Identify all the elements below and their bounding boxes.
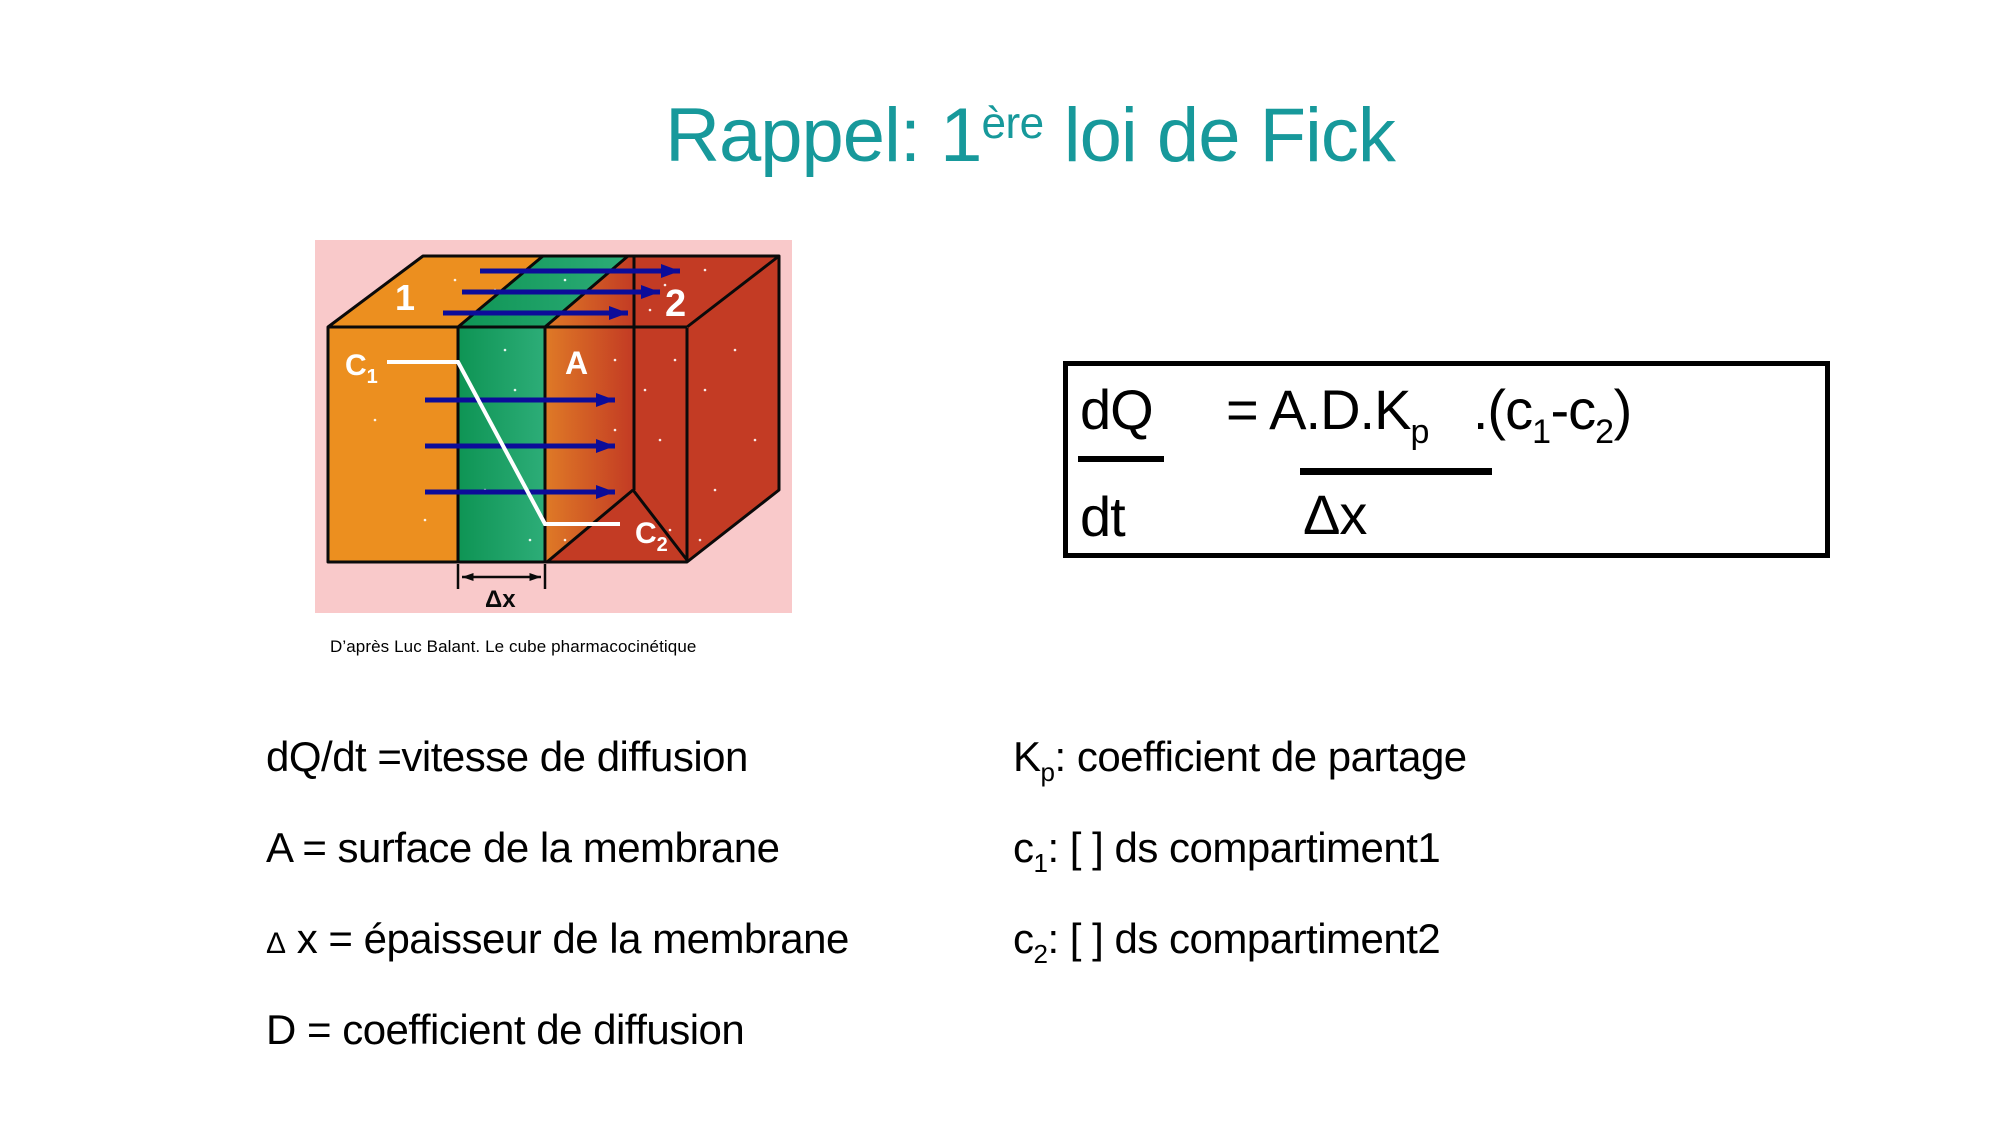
c2-sub: 2 xyxy=(1033,939,1048,969)
dx-measurement xyxy=(456,564,547,589)
label-compartment2: 2 xyxy=(665,283,686,325)
cube-labels: 1 2 C1 A C2 xyxy=(345,277,686,556)
c2-base: c xyxy=(1013,915,1034,962)
fick-law-formula-box: dQ dt = A.D.Kp.(c1-c2) Δx xyxy=(1063,361,1830,558)
definition-epaisseur: Δ x = épaisseur de la membrane xyxy=(266,918,849,960)
c1-base: c xyxy=(1013,824,1034,871)
definition-coefficient-diffusion: D = coefficient de diffusion xyxy=(266,1006,745,1053)
formula-factor-minus: -c xyxy=(1550,378,1597,441)
delta-symbol: Δ xyxy=(266,927,286,960)
formula-kp-subscript: p xyxy=(1410,413,1429,451)
formula-denominator-dt: dt xyxy=(1080,485,1126,548)
formula-right-numerator: = A.D.Kp.(c1-c2) xyxy=(1226,382,1632,451)
cube-diagram-svg: 1 2 C1 A C2 Δx xyxy=(315,240,792,613)
formula-c1-subscript: 1 xyxy=(1532,413,1551,451)
page-title: Rappel: 1ère loi de Fick xyxy=(60,98,2000,174)
formula-numerator-dq: dQ xyxy=(1080,378,1154,441)
fraction-bar-left xyxy=(1078,456,1164,462)
diffusion-arrows-top xyxy=(443,264,680,320)
top-face-compartment1 xyxy=(328,256,543,327)
title-superscript: ère xyxy=(981,99,1044,149)
formula-factor-close: ) xyxy=(1613,378,1633,441)
kp-sub: p xyxy=(1040,757,1055,787)
formula-c2-subscript: 2 xyxy=(1595,413,1614,451)
label-area: A xyxy=(565,345,588,381)
formula-eq-term: = A.D.K xyxy=(1226,378,1411,441)
concentration-profile-line xyxy=(387,360,620,526)
fraction-bar-right xyxy=(1300,468,1492,475)
definition-epaisseur-text: x = épaisseur de la membrane xyxy=(285,915,850,962)
texture-dots xyxy=(373,268,757,542)
kp-base: K xyxy=(1013,733,1041,780)
formula-denominator-dx: Δx xyxy=(1303,483,1367,546)
label-dx: Δx xyxy=(485,586,516,613)
title-prefix: Rappel: 1 xyxy=(665,93,982,178)
definition-surface: A = surface de la membrane xyxy=(266,824,780,871)
diffusion-arrows-front xyxy=(425,393,615,499)
cube-figure: 1 2 C1 A C2 Δx xyxy=(315,240,792,613)
formula-factor-open: .(c xyxy=(1472,378,1533,441)
title-suffix: loi de Fick xyxy=(1043,93,1396,178)
label-c1: C1 xyxy=(345,349,378,388)
definition-c1: c1: [ ] ds compartiment1 xyxy=(1013,824,1441,878)
kp-text: : coefficient de partage xyxy=(1054,733,1467,780)
definition-c2: c2: [ ] ds compartiment2 xyxy=(1013,915,1441,969)
definition-kp: Kp: coefficient de partage xyxy=(1013,733,1467,787)
definition-dqdt: dQ/dt =vitesse de diffusion xyxy=(266,733,748,780)
c1-sub: 1 xyxy=(1033,848,1048,878)
figure-caption: D’après Luc Balant. Le cube pharmacociné… xyxy=(330,637,697,656)
label-compartment1: 1 xyxy=(395,277,415,318)
compartment2-right-wall xyxy=(687,256,779,562)
c2-text: : [ ] ds compartiment2 xyxy=(1047,915,1441,962)
label-c2: C2 xyxy=(635,517,668,556)
c1-text: : [ ] ds compartiment1 xyxy=(1047,824,1441,871)
